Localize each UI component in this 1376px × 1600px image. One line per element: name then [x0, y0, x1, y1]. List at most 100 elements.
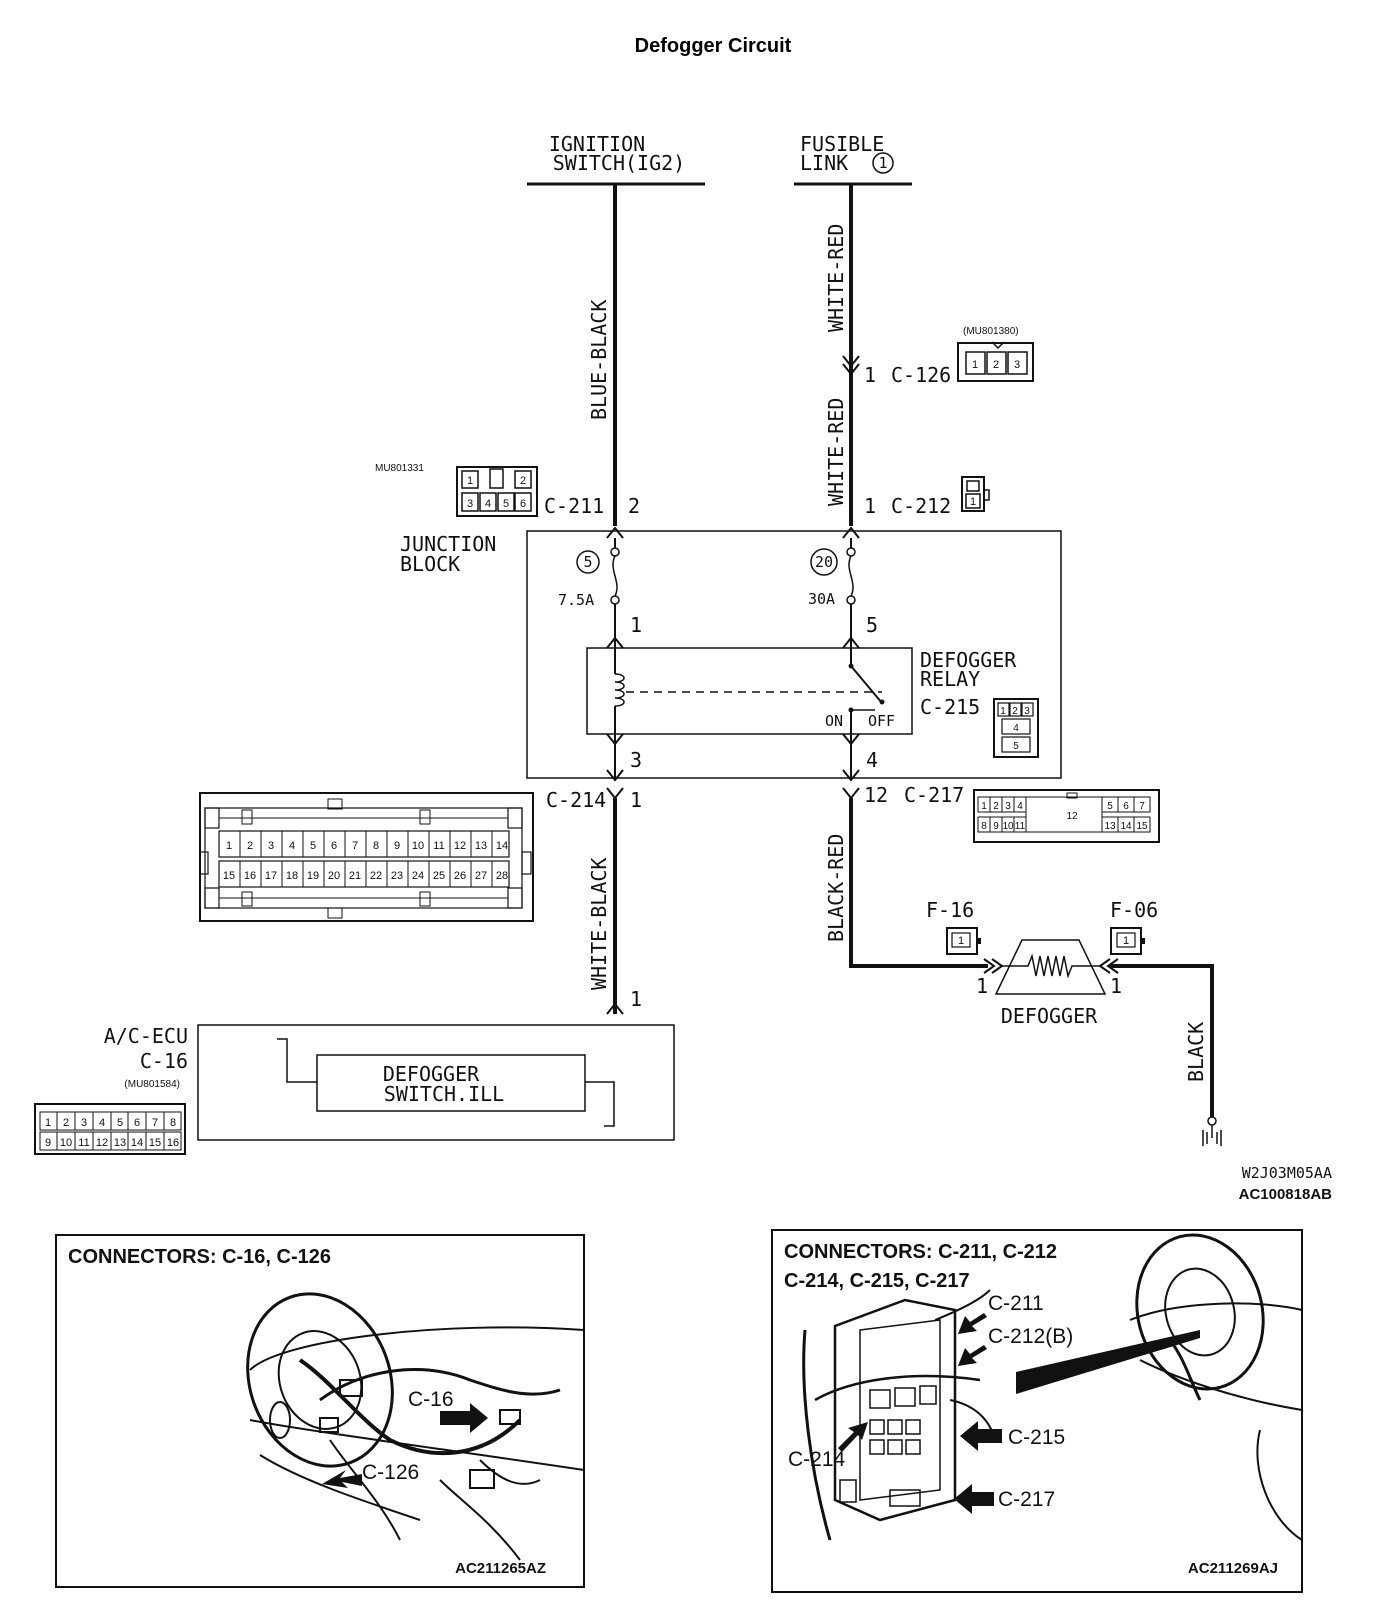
c16-label: C-16: [140, 1049, 188, 1073]
c214-pin-7: 7: [352, 840, 358, 852]
c212-connector-face: 1: [961, 476, 990, 512]
wire-label-white-red-mid: WHITE-RED: [824, 398, 848, 506]
c214-label: C-214: [546, 788, 606, 812]
c211-pin: 2: [628, 494, 640, 518]
c126-pin: 1: [864, 363, 876, 387]
c212-pin: 1: [864, 494, 876, 518]
locator-left-c126: C-126: [362, 1461, 419, 1484]
relay-label-line1: DEFOGGER: [920, 648, 1017, 672]
c126-pin-1: 1: [972, 359, 978, 371]
c214-pin-18: 18: [286, 870, 298, 882]
c214-mark: [606, 787, 624, 800]
c217-pin-9: 9: [993, 821, 999, 832]
relay-pin-3: 3: [630, 748, 642, 772]
c215-pin-1: 1: [1000, 706, 1006, 717]
c217-label: C-217: [904, 783, 964, 807]
f16-label: F-16: [926, 898, 974, 922]
c211-pin-4: 4: [485, 498, 491, 510]
c16-pin-7: 7: [152, 1117, 158, 1129]
c217-pin-10: 10: [1002, 821, 1014, 832]
junction-block-label-line1: JUNCTION: [400, 532, 496, 556]
c211-pin-2: 2: [520, 475, 526, 487]
ac-ecu: [197, 1024, 675, 1141]
c217-pin-7: 7: [1139, 801, 1145, 812]
locator-left-title: CONNECTORS: C-16, C-126: [68, 1246, 331, 1268]
c215-callout-arrow: [960, 1421, 1002, 1451]
c214-pin-28: 28: [496, 870, 508, 882]
c214-pin-9: 9: [394, 840, 400, 852]
c215-connector-face: 1 2 3 4 5: [993, 698, 1039, 758]
c16-pin-12: 12: [96, 1137, 108, 1149]
switch-label-line2: SWITCH.ILL: [384, 1082, 504, 1106]
f06-label: F-06: [1110, 898, 1158, 922]
c16-pin-9: 9: [45, 1137, 51, 1149]
c211-pin-3: 3: [467, 498, 473, 510]
locator-right-c211: C-211: [988, 1292, 1044, 1315]
c214-pin-17: 17: [265, 870, 277, 882]
c16-pin-16: 16: [167, 1137, 179, 1149]
c16-pin-2: 2: [63, 1117, 69, 1129]
c217-pin-15: 15: [1136, 821, 1148, 832]
c215-pin-2: 2: [1012, 706, 1018, 717]
c211-junction-mark: [606, 526, 624, 539]
c217-mark: [842, 787, 860, 800]
c214-pin-1: 1: [226, 840, 232, 852]
c214-pin-5: 5: [310, 840, 316, 852]
c214-pin-24: 24: [412, 870, 424, 882]
locator-right-code: AC211269AJ: [1188, 1560, 1278, 1577]
c214-pin-23: 23: [391, 870, 403, 882]
relay-on-label: ON: [825, 712, 843, 730]
connector-locator-left: CONNECTORS: C-16, C-126 C-16 C-126 AC211…: [55, 1234, 585, 1588]
diagram-code-2: AC100818AB: [1239, 1186, 1333, 1203]
c16-pin-5: 5: [117, 1117, 123, 1129]
ecu-mark: [606, 1002, 624, 1015]
f16-connector-face: 1: [946, 927, 981, 955]
c16-connector-face: 1 2 3 4 5 6 7 8 9 10 11 12 13 14 15 16: [34, 1103, 186, 1155]
ecu-label-line1: A/C-ECU: [104, 1024, 188, 1048]
c214-pin-15: 15: [223, 870, 235, 882]
locator-left-c16: C-16: [408, 1388, 454, 1411]
c215-label: C-215: [920, 695, 980, 719]
c217-pin-3: 3: [1005, 801, 1011, 812]
switch-label-line1: DEFOGGER: [383, 1062, 480, 1086]
zoom-wedge: [1016, 1330, 1200, 1394]
c126-pin-2: 2: [993, 359, 999, 371]
relay-output-marks: [606, 733, 860, 782]
c214-connector-face: 1 2 3 4 5 6 7 8 9 10 11 12 13 1: [199, 792, 534, 922]
relay-pin-4: 4: [866, 748, 878, 772]
c215-pin-5: 5: [1013, 741, 1019, 752]
c211-connector-face: 1 2 3 4 5 6: [456, 466, 538, 517]
fusible-label-line1: FUSIBLE: [800, 132, 884, 156]
fuse-right-rating: 30A: [808, 590, 835, 608]
wire-black: [1110, 964, 1214, 1117]
c214-pin-26: 26: [454, 870, 466, 882]
defogger-label: DEFOGGER: [1001, 1004, 1098, 1028]
c16-pin-3: 3: [81, 1117, 87, 1129]
fuse-left: 5 7.5A: [558, 538, 620, 648]
locator-right-title-line2: C-214, C-215, C-217: [784, 1270, 970, 1292]
defogger-pin-left: 1: [976, 974, 988, 998]
c215-pin-4: 4: [1013, 723, 1019, 734]
c214-pin-22: 22: [370, 870, 382, 882]
locator-right-title-line1: CONNECTORS: C-211, C-212: [784, 1241, 1057, 1263]
fuse-left-number: 5: [583, 553, 592, 571]
c211-pin-5: 5: [503, 498, 509, 510]
c212-callout-arrow: [958, 1345, 987, 1366]
c126-part-number: (MU801380): [963, 326, 1019, 337]
relay-off-label: OFF: [868, 712, 895, 730]
defogger-pin-right: 1: [1110, 974, 1122, 998]
c16-pin-4: 4: [99, 1117, 105, 1129]
c126-connector-face: 1 2 3: [957, 341, 1034, 382]
junction-block-label-line2: BLOCK: [400, 552, 460, 576]
c214-top-row: 1 2 3 4 5 6 7 8 9 10 11 12 13 1: [218, 830, 510, 858]
c217-pin-5: 5: [1107, 801, 1113, 812]
connector-locator-right: CONNECTORS: C-211, C-212 C-214, C-215, C…: [771, 1229, 1303, 1593]
fusible-link-source: FUSIBLE LINK 1: [794, 132, 912, 186]
c16-pin-13: 13: [114, 1137, 126, 1149]
c217-pin-14: 14: [1120, 821, 1132, 832]
wire-label-black: BLACK: [1184, 1022, 1208, 1082]
relay-coil: [614, 648, 882, 734]
c217-pin-13: 13: [1104, 821, 1116, 832]
c217-pin: 12: [864, 783, 888, 807]
c214-pin-6: 6: [331, 840, 337, 852]
